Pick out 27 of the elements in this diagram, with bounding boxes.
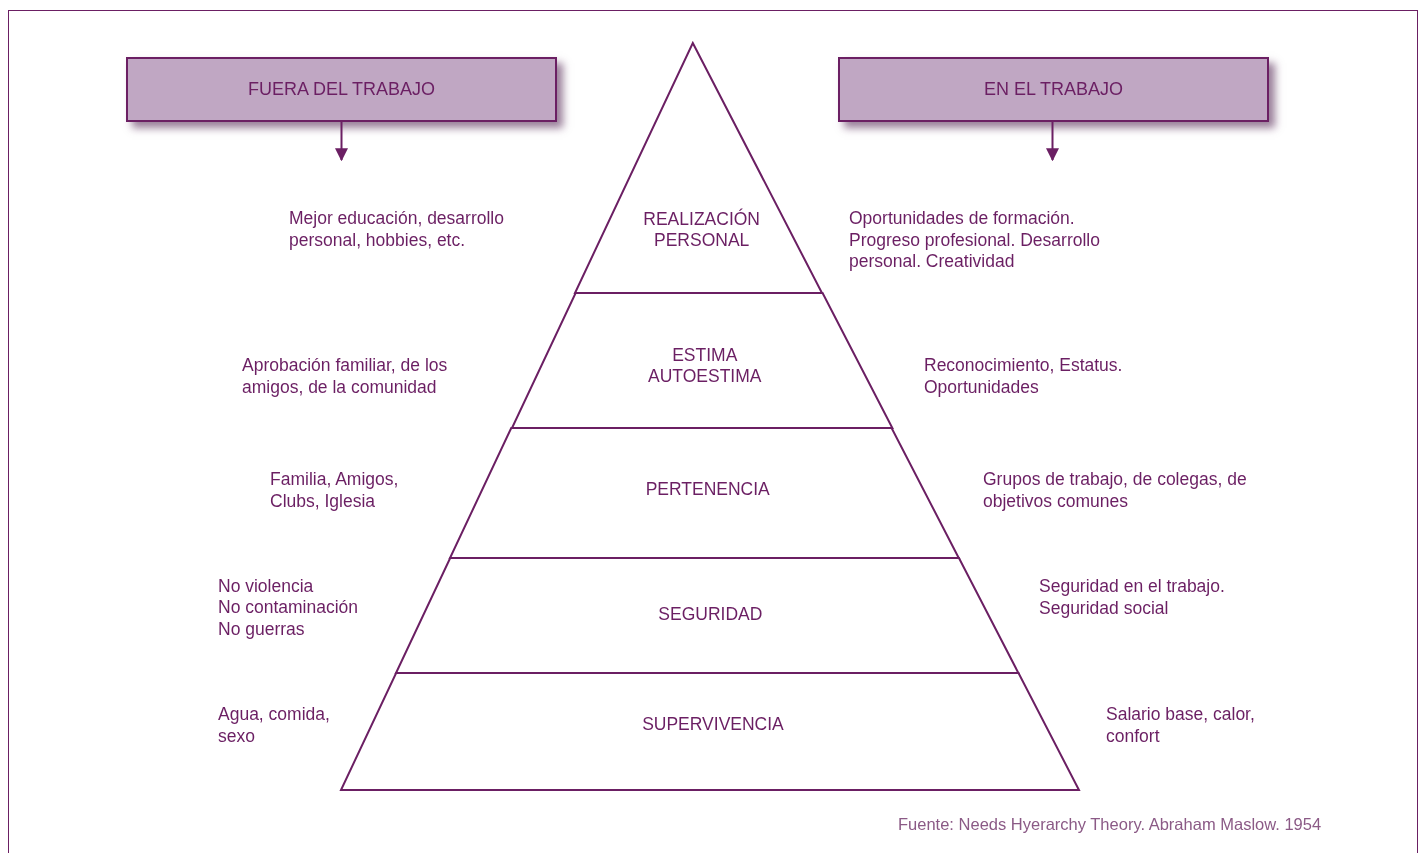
side-note: Reconocimiento, Estatus. Oportunidades [924, 355, 1124, 398]
side-note: No contaminación [218, 597, 359, 619]
side-note: Seguridad en el trabajo. Seguridad social [1039, 576, 1226, 619]
side-note: Oportunidades de formación. Progreso profesional. Desarrollo personal. Creatividad [849, 208, 1101, 273]
side-note: Agua, comida, sexo [218, 704, 331, 747]
level-label: ESTIMA AUTOESTIMA [647, 345, 763, 387]
pyramid-level [511, 293, 892, 428]
pyramid-level [575, 43, 823, 293]
side-note: Familia, Amigos, Clubs, Iglesia [270, 469, 400, 512]
side-note: Grupos de trabajo, de colegas, de objetivos comunes [983, 469, 1248, 512]
pyramid-level [341, 673, 1079, 790]
header-box: FUERA DEL TRABAJO [126, 57, 557, 122]
side-note: Mejor educación, desarrollo personal, hobbies, etc. [289, 208, 505, 251]
level-label: PERTENENCIA [644, 478, 771, 500]
side-note: No guerras [218, 619, 305, 641]
side-note: No violencia [218, 576, 314, 598]
level-label: SEGURIDAD [657, 603, 764, 625]
side-note: Aprobación familiar, de los amigos, de la comunidad [242, 355, 449, 398]
source-caption: Fuente: Needs Hyerarchy Theory. Abraham Maslow. 1954 [898, 815, 1322, 834]
level-label: REALIZACIÓN PERSONAL [642, 209, 761, 251]
pyramid-level [450, 428, 960, 558]
arrow [335, 121, 348, 162]
header-box: EN EL TRABAJO [838, 57, 1269, 122]
pyramid-level [396, 558, 1019, 673]
arrow [1046, 121, 1059, 162]
side-note: Salario base, calor, confort [1106, 704, 1256, 747]
level-label: SUPERVIVENCIA [641, 713, 785, 735]
